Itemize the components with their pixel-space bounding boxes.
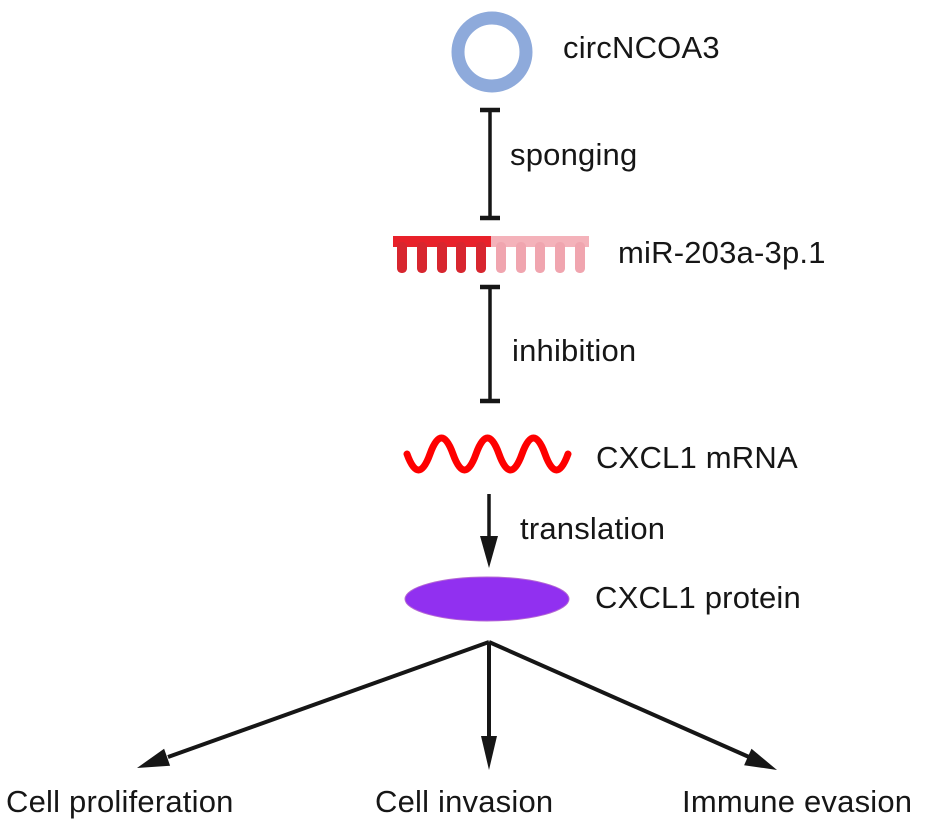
inhibition-bar-connector	[480, 284, 500, 404]
outcome-arrows	[137, 640, 777, 770]
outcome-label-cell-invasion: Cell invasion	[375, 784, 554, 819]
protein-label: CXCL1 protein	[595, 580, 801, 615]
inhibition-label: inhibition	[512, 333, 637, 368]
mrna-wave-icon	[403, 434, 572, 474]
mrna-label: CXCL1 mRNA	[596, 440, 798, 475]
sponging-bar-connector	[480, 107, 500, 221]
mirna-icon	[393, 236, 589, 273]
translation-label: translation	[520, 511, 666, 546]
circrna-label: circNCOA3	[563, 30, 720, 65]
outcome-label-immune-evasion: Immune evasion	[682, 784, 913, 819]
mirna-label: miR-203a-3p.1	[618, 235, 826, 270]
outcome-label-cell-proliferation: Cell proliferation	[6, 784, 234, 819]
protein-ellipse-icon	[404, 576, 570, 622]
sponging-label: sponging	[510, 137, 638, 172]
circrna-ring-icon	[451, 11, 533, 93]
translation-arrow	[480, 494, 498, 568]
